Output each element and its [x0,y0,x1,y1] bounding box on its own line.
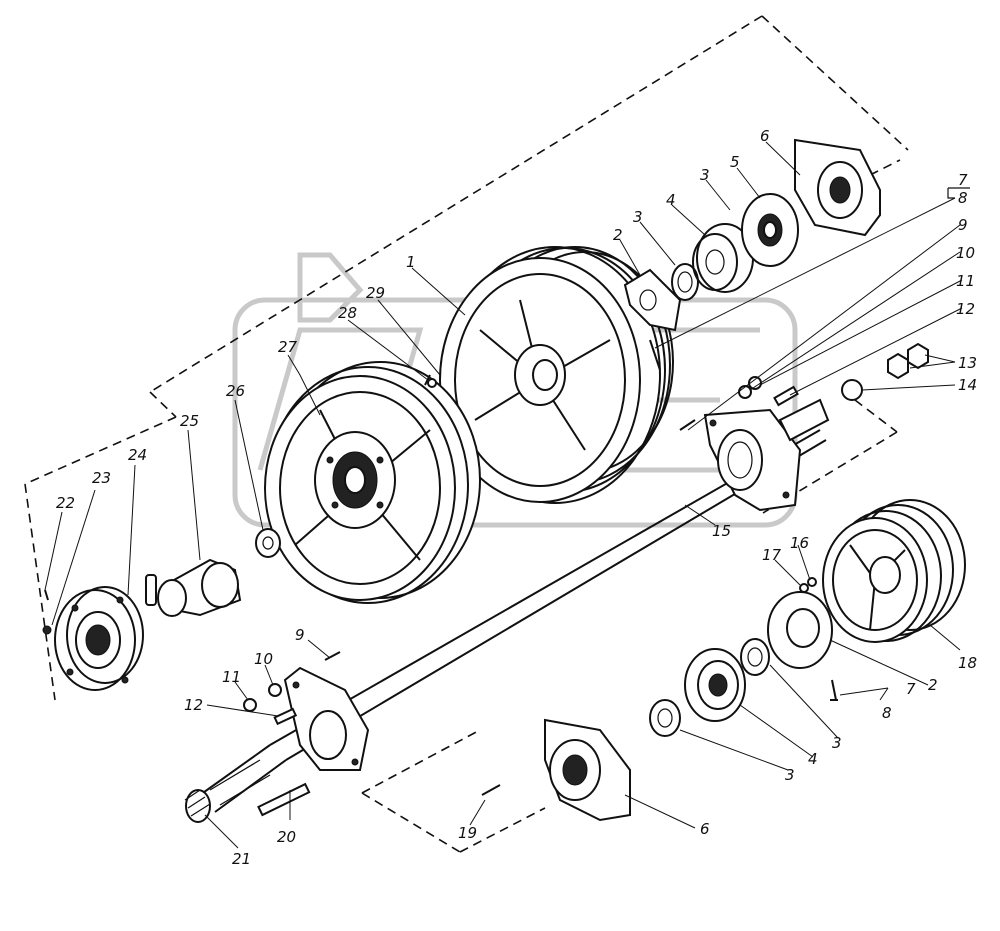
callout-21: 21 [232,850,251,868]
callout-25: 25 [180,412,199,430]
left-shaft-flange [283,666,370,771]
callout-20: 20 [277,828,296,846]
callout-12: 12 [956,300,975,318]
callout-19: 19 [458,824,477,842]
callout-18: 18 [958,654,977,672]
callout-4: 4 [666,191,676,209]
callout-8: 8 [958,189,968,207]
leader-lines [44,141,963,849]
stub-shaft [145,558,242,617]
callout-12: 12 [184,696,203,714]
callout-11: 11 [956,272,975,290]
callout-8: 8 [882,704,892,722]
bracket-7-8 [947,187,970,199]
callout-11: 11 [222,668,241,686]
callout-7: 7 [906,680,916,698]
callout-3: 3 [832,734,842,752]
callout-26: 26 [226,382,245,400]
callout-10: 10 [956,244,975,262]
callout-29: 29 [366,284,385,302]
right-shaft-flange [703,398,830,512]
callout-13: 13 [958,354,977,372]
callout-24: 24 [128,446,147,464]
callout-22: 22 [56,494,75,512]
large-grooved-pulley [439,246,674,504]
small-pulley [822,499,966,643]
fan-pulley [264,361,481,604]
upper-bearing-stack [623,138,881,332]
callout-27: 27 [278,338,298,356]
callout-16: 16 [790,534,809,552]
callout-labels: 1 2 3 4 3 5 6 7 8 9 10 11 12 13 14 15 16… [56,127,977,868]
callout-3: 3 [700,166,710,184]
callout-3: 3 [633,208,643,226]
callout-17: 17 [762,546,782,564]
callout-23: 23 [92,469,111,487]
callout-9: 9 [295,626,305,644]
callout-6: 6 [700,820,710,838]
callout-1: 1 [406,253,416,271]
callout-5: 5 [730,153,740,171]
callout-7: 7 [958,171,968,189]
callout-6: 6 [760,127,770,145]
assembly-boundary-dashed [24,15,909,853]
left-cover-flange [54,586,144,691]
callout-15: 15 [712,522,731,540]
callout-2: 2 [928,676,938,694]
oil-seal [255,528,281,558]
callout-28: 28 [338,304,357,322]
callout-14: 14 [958,376,977,394]
lower-bearing-stack [544,591,833,822]
callout-9: 9 [958,216,968,234]
callout-10: 10 [254,650,273,668]
callout-2: 2 [613,226,623,244]
callout-3: 3 [785,766,795,784]
callout-4: 4 [808,750,818,768]
